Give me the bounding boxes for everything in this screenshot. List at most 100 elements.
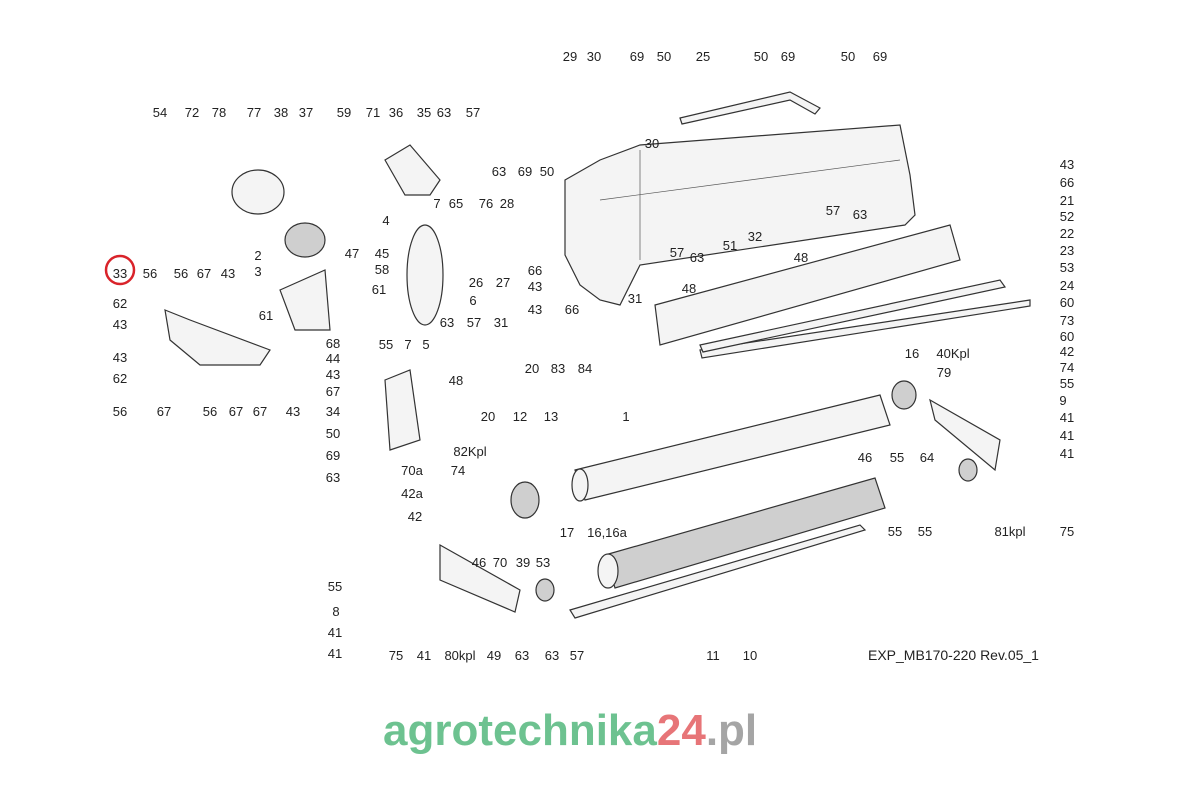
part-label: 40Kpl [936,346,969,361]
part-label: 79 [937,365,951,380]
part-label: 63 [515,648,529,663]
part-label: 55 [1060,376,1074,391]
part-label: 78 [212,105,226,120]
part-label: 27 [496,275,510,290]
part-label: 69 [873,49,887,64]
part-label: 61 [259,308,273,323]
part-label: 43 [113,350,127,365]
part-label: 67 [229,404,243,419]
part-label: 60 [1060,329,1074,344]
belt-cover [384,144,441,196]
part-label: 76 [479,196,493,211]
cover-plate [654,224,961,346]
part-label: 56 [143,266,157,281]
part-label: 73 [1060,313,1074,328]
part-label: 71 [366,105,380,120]
part-label: 41 [1060,446,1074,461]
part-label: 23 [1060,243,1074,258]
part-label: 55 [328,579,342,594]
part-label: 41 [1060,428,1074,443]
part-label: 31 [628,291,642,306]
part-label: 6 [469,293,476,308]
part-label: 49 [487,648,501,663]
part-label: 55 [890,450,904,465]
part-label: 7 [404,337,411,352]
part-label: 63 [853,207,867,222]
part-label: 4 [382,213,389,228]
part-label: 70a [401,463,423,478]
part-label: 35 [417,105,431,120]
skid-9 [929,398,1001,472]
watermark: agrotechnika24.pl [383,706,757,755]
part-label: 41 [1060,410,1074,425]
bracket-3 [279,269,331,331]
part-label: 10 [743,648,757,663]
bearing-81kpl [958,458,978,482]
part-label: 66 [528,263,542,278]
part-label: 48 [682,281,696,296]
part-label: 16,16a [587,525,628,540]
part-label: 64 [920,450,934,465]
belt [406,224,444,326]
part-label: 69 [326,448,340,463]
part-label: 59 [337,105,351,120]
part-label: 74 [1060,360,1074,375]
part-label: 67 [326,384,340,399]
part-label: 57 [466,105,480,120]
part-label: 63 [326,470,340,485]
part-label: 57 [467,315,481,330]
part-label: 58 [375,262,389,277]
side-plate-34 [384,369,421,451]
part-label: 24 [1060,278,1074,293]
part-label: 53 [1060,260,1074,275]
part-label: 63 [437,105,451,120]
part-label: 16 [905,346,919,361]
highlight-circle [104,254,136,286]
part-label: 41 [328,625,342,640]
part-label: 43 [1060,157,1074,172]
part-label: 36 [389,105,403,120]
skid-8 [439,543,521,613]
part-label: 39 [516,555,530,570]
part-label: 21 [1060,193,1074,208]
part-label: 43 [221,266,235,281]
part-label: 47 [345,246,359,261]
part-label: 62 [113,371,127,386]
part-label: 55 [888,524,902,539]
guard-33 [164,309,271,366]
part-label: 43 [113,317,127,332]
part-label: 5 [422,337,429,352]
gearbox [284,222,326,258]
part-label: 43 [286,404,300,419]
part-label: 12 [513,409,527,424]
scraper-bar [569,524,867,619]
part-label: 48 [794,250,808,265]
part-label: 82Kpl [453,444,486,459]
part-label: 22 [1060,226,1074,241]
part-label: 42 [1060,344,1074,359]
part-label: 28 [500,196,514,211]
part-label: 68 [326,336,340,351]
part-label: 57 [826,203,840,218]
part-label: 29 [563,49,577,64]
part-label: 11 [706,648,720,663]
part-label: 66 [1060,175,1074,190]
part-label: 75 [1060,524,1074,539]
side-rail [699,279,1007,353]
part-label: 13 [544,409,558,424]
part-label: 43 [528,279,542,294]
part-label: 46 [858,450,872,465]
part-label: 20 [525,361,539,376]
part-label: 17 [560,525,574,540]
strip-plate [699,299,1031,359]
part-label: 67 [157,404,171,419]
part-label: 65 [449,196,463,211]
part-label: 33 [113,266,127,281]
part-label: 50 [754,49,768,64]
part-label: 44 [326,351,340,366]
part-label: 60 [1060,295,1074,310]
part-label: 42 [408,509,422,524]
part-label: 55 [379,337,393,352]
